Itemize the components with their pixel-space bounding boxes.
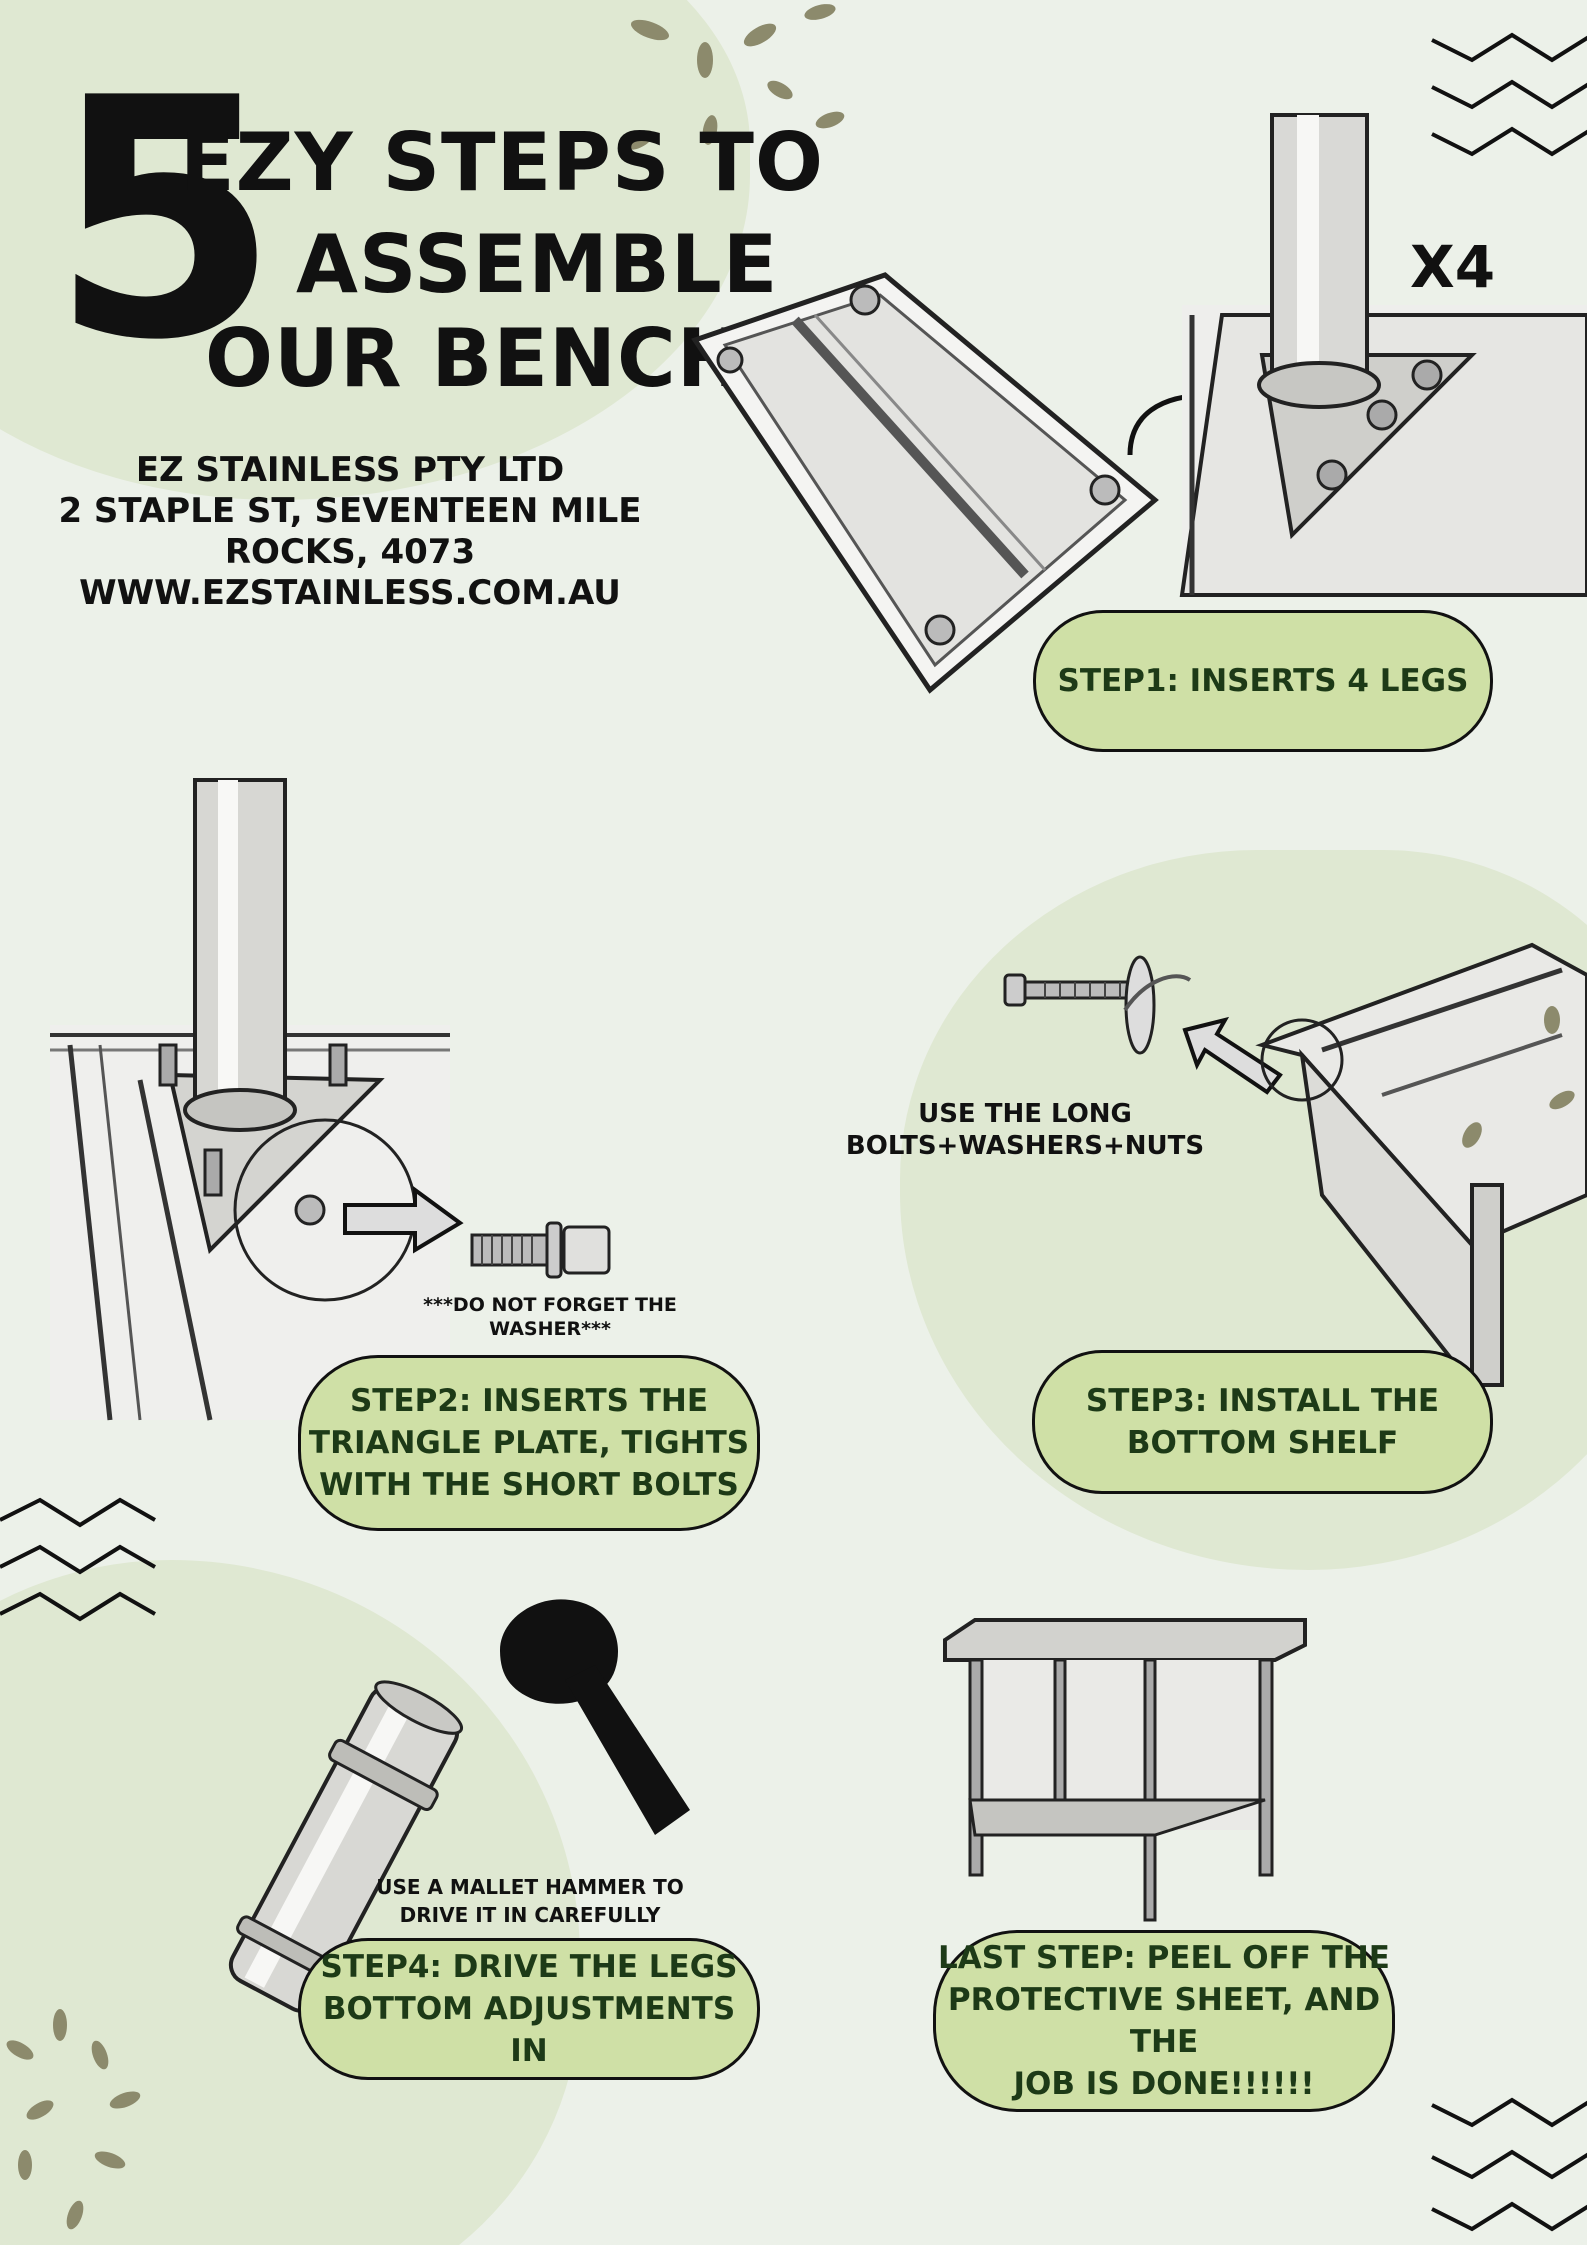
step1-text: STEP1: INSERTS 4 LEGS (1057, 663, 1469, 699)
last-step-label: LAST STEP: PEEL OFF THE PROTECTIVE SHEET… (933, 1930, 1395, 2112)
step4-note-line-2: DRIVE IT IN CAREFULLY (399, 1903, 661, 1927)
last-step-line-2: PROTECTIVE SHEET, AND THE (947, 1982, 1381, 2060)
zigzag-left (0, 1497, 156, 1622)
zigzag-top-right (1431, 32, 1587, 157)
step4-line-2: BOTTOM ADJUSTMENTS IN (322, 1991, 736, 2069)
company-info: EZ STAINLESS PTY LTD 2 STAPLE ST, SEVENT… (0, 450, 700, 614)
step2-line-3: WITH THE SHORT BOLTS (319, 1467, 739, 1503)
step3-line-1: STEP3: INSTALL THE (1085, 1383, 1440, 1419)
step1-quantity: X4 (1410, 233, 1496, 301)
mallet-hammer-icon (500, 1599, 690, 1835)
dots-decoration-bottom (6, 2009, 141, 2230)
triangle-plate-illustration (50, 778, 450, 1421)
title-line-2: ASSEMBLE (296, 218, 779, 311)
step3-line-2: BOTTOM SHELF (1126, 1425, 1399, 1461)
bench-frame-illustration (691, 272, 1159, 694)
step2-note: ***DO NOT FORGET THE WASHER*** (423, 1294, 677, 1340)
company-website[interactable]: WWW.EZSTAINLESS.COM.AU (79, 573, 621, 613)
dots-decoration-top (626, 4, 845, 150)
step2-line-2: TRIANGLE PLATE, TIGHTS (308, 1425, 750, 1461)
long-bolt-washer-icon (1003, 955, 1192, 1055)
step2-label: STEP2: INSERTS THE TRIANGLE PLATE, TIGHT… (298, 1355, 760, 1531)
step2-text: STEP2: INSERTS THE TRIANGLE PLATE, TIGHT… (309, 1380, 749, 1506)
step3-text: STEP3: INSTALL THE BOTTOM SHELF (1086, 1380, 1439, 1464)
step4-text: STEP4: DRIVE THE LEGS BOTTOM ADJUSTMENTS… (301, 1946, 757, 2072)
last-step-text: LAST STEP: PEEL OFF THE PROTECTIVE SHEET… (936, 1937, 1392, 2105)
step4-note: USE A MALLET HAMMER TO DRIVE IT IN CAREF… (360, 1873, 700, 1929)
company-name: EZ STAINLESS PTY LTD (135, 450, 565, 490)
step2-line-1: STEP2: INSERTS THE (349, 1383, 709, 1419)
bottom-shelf-illustration (1255, 942, 1587, 1391)
arrow-right-icon (343, 1186, 464, 1254)
big-number-5: 5 (50, 28, 280, 412)
company-address: 2 STAPLE ST, SEVENTEEN MILE ROCKS, 4073 (58, 491, 642, 572)
step4-label: STEP4: DRIVE THE LEGS BOTTOM ADJUSTMENTS… (298, 1938, 760, 2080)
arrow-up-left-icon (1182, 1016, 1283, 1095)
step4-note-line-1: USE A MALLET HAMMER TO (376, 1875, 684, 1899)
zigzag-bottom-right (1431, 2097, 1587, 2232)
finished-bench-illustration (943, 1618, 1307, 1922)
last-step-line-3: JOB IS DONE!!!!!! (1013, 2066, 1315, 2102)
step4-line-1: STEP4: DRIVE THE LEGS (320, 1949, 738, 1985)
leg-corner-illustration (1179, 113, 1587, 597)
step3-note: USE THE LONG BOLTS+WASHERS+NUTS (845, 1099, 1205, 1161)
last-step-line-1: LAST STEP: PEEL OFF THE (938, 1940, 1390, 1976)
title-line-1: EZY STEPS TO (180, 116, 824, 209)
step3-label: STEP3: INSTALL THE BOTTOM SHELF (1032, 1350, 1493, 1494)
short-bolt-icon (470, 1221, 611, 1279)
step1-label: STEP1: INSERTS 4 LEGS (1033, 610, 1493, 752)
